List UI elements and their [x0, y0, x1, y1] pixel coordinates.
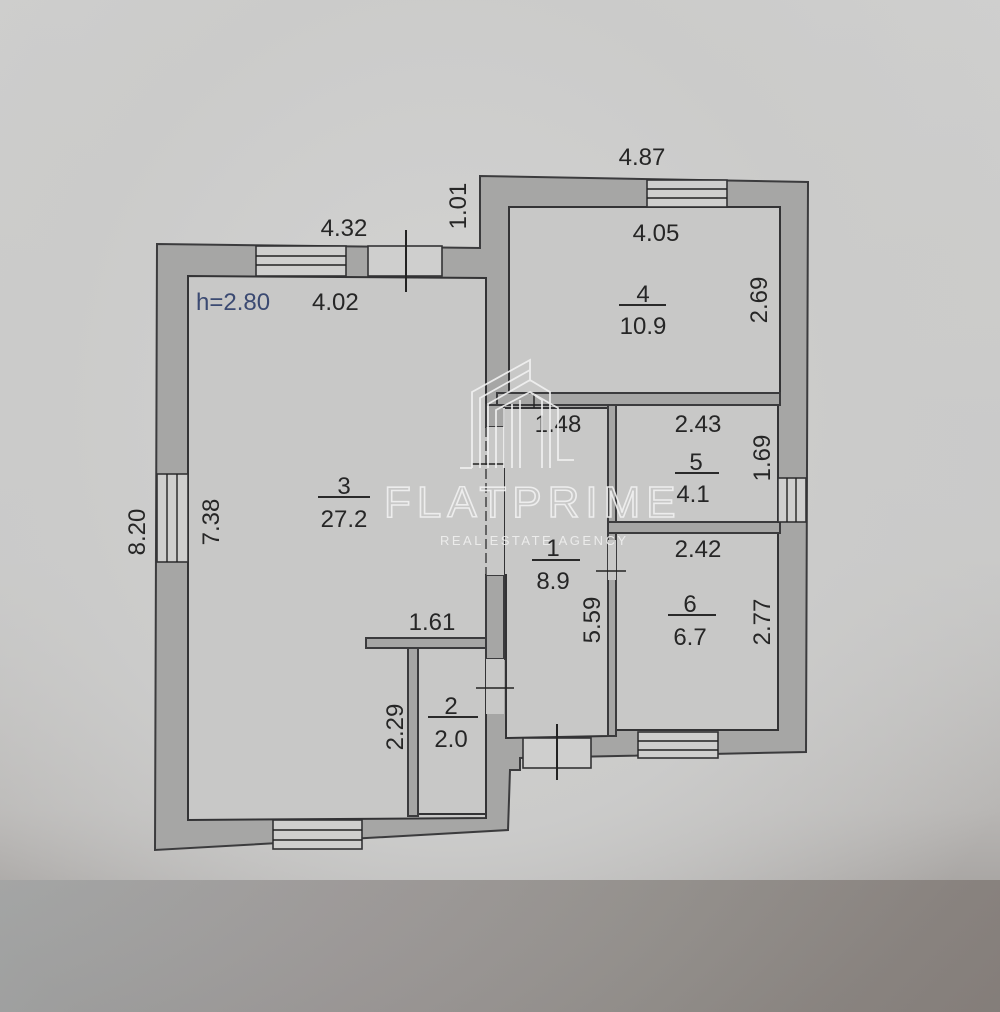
- dim-left-wing-top: 4.32: [321, 215, 368, 242]
- window-bottom-right: [637, 731, 719, 759]
- dim-step-height: 1.01: [445, 183, 472, 230]
- room-4-number: 4: [636, 281, 649, 308]
- room-6-area: 6.7: [673, 624, 706, 651]
- room-5-width: 2.43: [675, 411, 722, 438]
- doorway-room2-corridor: [476, 659, 514, 714]
- windows: [156, 179, 807, 850]
- entrance-opening-top: [367, 230, 443, 292]
- room-3-width: 4.02: [312, 289, 359, 316]
- room-1-area: 8.9: [536, 568, 569, 595]
- room-4-labels: 4.05 2.69 4 10.9: [619, 220, 773, 340]
- window-right: [777, 477, 807, 523]
- room-3-height: 7.38: [198, 499, 225, 546]
- room-2-number: 2: [444, 693, 457, 720]
- room-2-area: 2.0: [434, 726, 467, 753]
- window-bottom-left: [272, 819, 363, 850]
- room-5: [615, 404, 779, 523]
- room-3-number: 3: [337, 473, 350, 500]
- window-top-left: [255, 245, 347, 277]
- room-6-labels: 2.42 2.77 6 6.7: [668, 536, 776, 651]
- ceiling-height-label: h=2.80: [196, 289, 270, 316]
- entrance-opening-bottom: [522, 724, 592, 780]
- interior-doorways: [472, 393, 626, 714]
- watermark-brand: FLATPRIME: [384, 478, 682, 527]
- room-2-width: 1.61: [409, 609, 456, 636]
- room-6: [615, 532, 779, 731]
- room-5-area: 4.1: [676, 481, 709, 508]
- room-4-height: 2.69: [746, 277, 773, 324]
- room-4: [508, 206, 781, 394]
- room-3-labels: 4.02 7.38 3 27.2: [198, 289, 370, 545]
- room-6-number: 6: [683, 591, 696, 618]
- room-4-area: 10.9: [620, 313, 667, 340]
- building-logo-icon: [460, 358, 574, 469]
- room-5-labels: 2.43 1.69 5 4.1: [675, 411, 776, 508]
- outer-dimensions: 4.32 4.87 1.01 8.20: [124, 144, 665, 555]
- room-1-height: 5.59: [579, 597, 606, 644]
- window-left: [156, 473, 189, 563]
- room-1-number: 1: [546, 535, 559, 562]
- dim-right-wing-top: 4.87: [619, 144, 666, 171]
- room-2-height: 2.29: [382, 704, 409, 751]
- room-5-height: 1.69: [749, 435, 776, 482]
- watermark: FLATPRIME REAL ESTATE AGENCY: [383, 358, 682, 548]
- watermark-tagline: REAL ESTATE AGENCY: [440, 533, 629, 548]
- room-6-width: 2.42: [675, 536, 722, 563]
- rooms: [187, 206, 781, 822]
- photo-shadow: [0, 880, 1000, 1012]
- window-top-right: [646, 179, 728, 208]
- room-4-width: 4.05: [633, 220, 680, 247]
- doorway-corridor-room6: [596, 540, 626, 580]
- dim-left-outer-height: 8.20: [124, 509, 151, 556]
- room-6-height: 2.77: [749, 599, 776, 646]
- room-2-labels: 1.61 2.29 2 2.0: [382, 609, 478, 753]
- room-3-area: 27.2: [321, 506, 368, 533]
- room-5-number: 5: [689, 449, 702, 476]
